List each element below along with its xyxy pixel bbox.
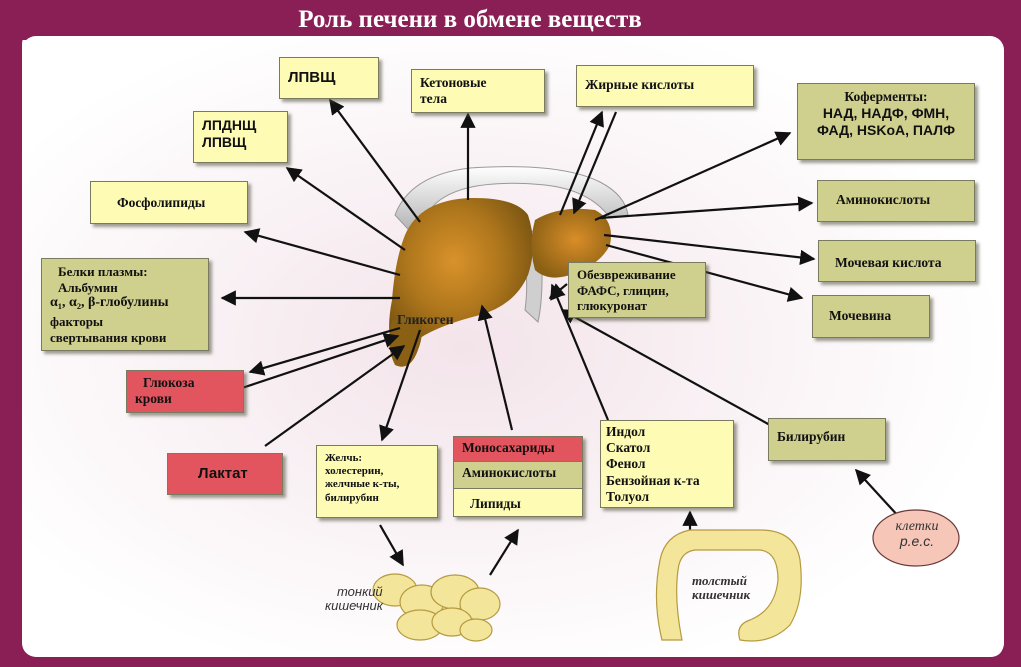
box-bilirubin: Билирубин xyxy=(768,418,886,461)
box-detox-line3: глюкуронат xyxy=(577,298,648,314)
box-indole-group: Индол Скатол Фенол Бензойная к-та Толуол xyxy=(600,420,734,508)
box-plasma-line5: свертывания крови xyxy=(50,329,167,345)
box-uric-acid: Мочевая кислота xyxy=(818,240,976,282)
box-lpdnsch: ЛПДНЩ ЛПВЩ xyxy=(193,111,288,163)
small-intestine-line1: тонкий xyxy=(337,584,383,599)
large-intestine-illustration xyxy=(655,529,802,642)
box-lpvsch-text: ЛПВЩ xyxy=(288,69,336,86)
box-ketone-line2: тела xyxy=(420,91,447,107)
large-intestine-label: толстый кишечник xyxy=(692,573,751,603)
box-phospholipids-text: Фосфолипиды xyxy=(117,195,206,210)
res-cells-line1: клетки xyxy=(895,519,939,534)
box-coenzymes-line2: НАД, НАДФ, ФМН, xyxy=(822,105,950,122)
box-urea: Мочевина xyxy=(812,295,930,338)
box-intake: Моносахариды Аминокислоты Липиды xyxy=(453,436,583,517)
box-plasma-line1: Белки плазмы: xyxy=(58,264,148,279)
res-cells-label: клетки р.е.с. xyxy=(888,519,946,550)
box-amino-out-text: Аминокислоты xyxy=(836,192,931,207)
box-amino-acids-out: Аминокислоты xyxy=(817,180,975,222)
liver-illustration xyxy=(389,166,629,367)
box-bile-line2: холестерин, xyxy=(325,465,384,478)
large-intestine-line1: толстый xyxy=(692,573,747,588)
box-fatty-acids-text: Жирные кислоты xyxy=(585,77,695,92)
box-bile-line1: Желчь: xyxy=(325,452,363,464)
box-ketone-bodies: Кетоновые тела xyxy=(411,69,545,113)
box-coenzymes: Коферменты: НАД, НАДФ, ФМН, ФАД, HSKoA, … xyxy=(797,83,975,160)
box-intake-amino-acids: Аминокислоты xyxy=(454,462,582,489)
box-plasma-line2: Альбумин xyxy=(58,279,118,295)
box-ketone-line1: Кетоновые xyxy=(420,75,487,90)
box-coenzymes-line1: Коферменты: xyxy=(844,89,928,104)
box-intake-monosaccharides: Моносахариды xyxy=(454,437,582,462)
small-intestine-line2: кишечник xyxy=(325,598,383,614)
box-lpvsch: ЛПВЩ xyxy=(279,57,379,99)
res-cells-line2: р.е.с. xyxy=(899,533,935,550)
box-detox-line1: Обезвреживание xyxy=(577,267,676,282)
box-fatty-acids: Жирные кислоты xyxy=(576,65,754,107)
box-bile-line4: билирубин xyxy=(325,491,379,504)
box-plasma-proteins: Белки плазмы: Альбумин α₁, α₂, β-глобули… xyxy=(41,258,209,351)
box-plasma-line4: факторы xyxy=(50,313,104,329)
box-bile-line3: желчные к-ты, xyxy=(325,478,400,491)
box-indole-line4: Бензойная к-та xyxy=(606,472,700,488)
box-blood-glucose: Глюкоза крови xyxy=(126,370,244,413)
box-indole-line5: Толуол xyxy=(606,488,650,504)
box-intake-lipids: Липиды xyxy=(454,489,582,516)
box-bilirubin-text: Билирубин xyxy=(777,429,846,444)
page-title: Роль печени в обмене веществ xyxy=(298,6,642,33)
box-bile: Желчь: холестерин, желчные к-ты, билируб… xyxy=(316,445,438,518)
box-uric-text: Мочевая кислота xyxy=(835,255,942,270)
small-intestine-illustration xyxy=(372,573,501,642)
box-urea-text: Мочевина xyxy=(829,308,892,323)
box-coenzymes-line3: ФАД, HSKoA, ПАЛФ xyxy=(816,121,956,138)
box-lpdnsch-line1: ЛПДНЩ xyxy=(202,117,257,133)
box-lactate: Лактат xyxy=(167,453,283,495)
box-phospholipids: Фосфолипиды xyxy=(90,181,248,224)
box-lactate-text: Лактат xyxy=(198,465,248,482)
box-detox: Обезвреживание ФАФС, глицин, глюкуронат xyxy=(568,262,706,318)
box-plasma-line3: α₁, α₂, β-глобулины xyxy=(50,295,169,311)
box-detox-line2: ФАФС, глицин, xyxy=(577,282,669,298)
small-intestine-label: тонкий кишечник xyxy=(325,584,383,614)
arrows xyxy=(220,98,901,576)
box-indole-line2: Скатол xyxy=(606,440,651,456)
liver-glycogen-label: Гликоген xyxy=(397,312,454,327)
box-lpdnsch-line2: ЛПВЩ xyxy=(202,133,247,150)
box-glucose-line1: Глюкоза xyxy=(143,375,195,390)
res-cells-oval xyxy=(872,509,960,567)
large-intestine-line2: кишечник xyxy=(692,587,751,603)
box-indole-line1: Индол xyxy=(606,424,646,439)
box-glucose-line2: крови xyxy=(135,391,172,407)
box-indole-line3: Фенол xyxy=(606,456,646,472)
